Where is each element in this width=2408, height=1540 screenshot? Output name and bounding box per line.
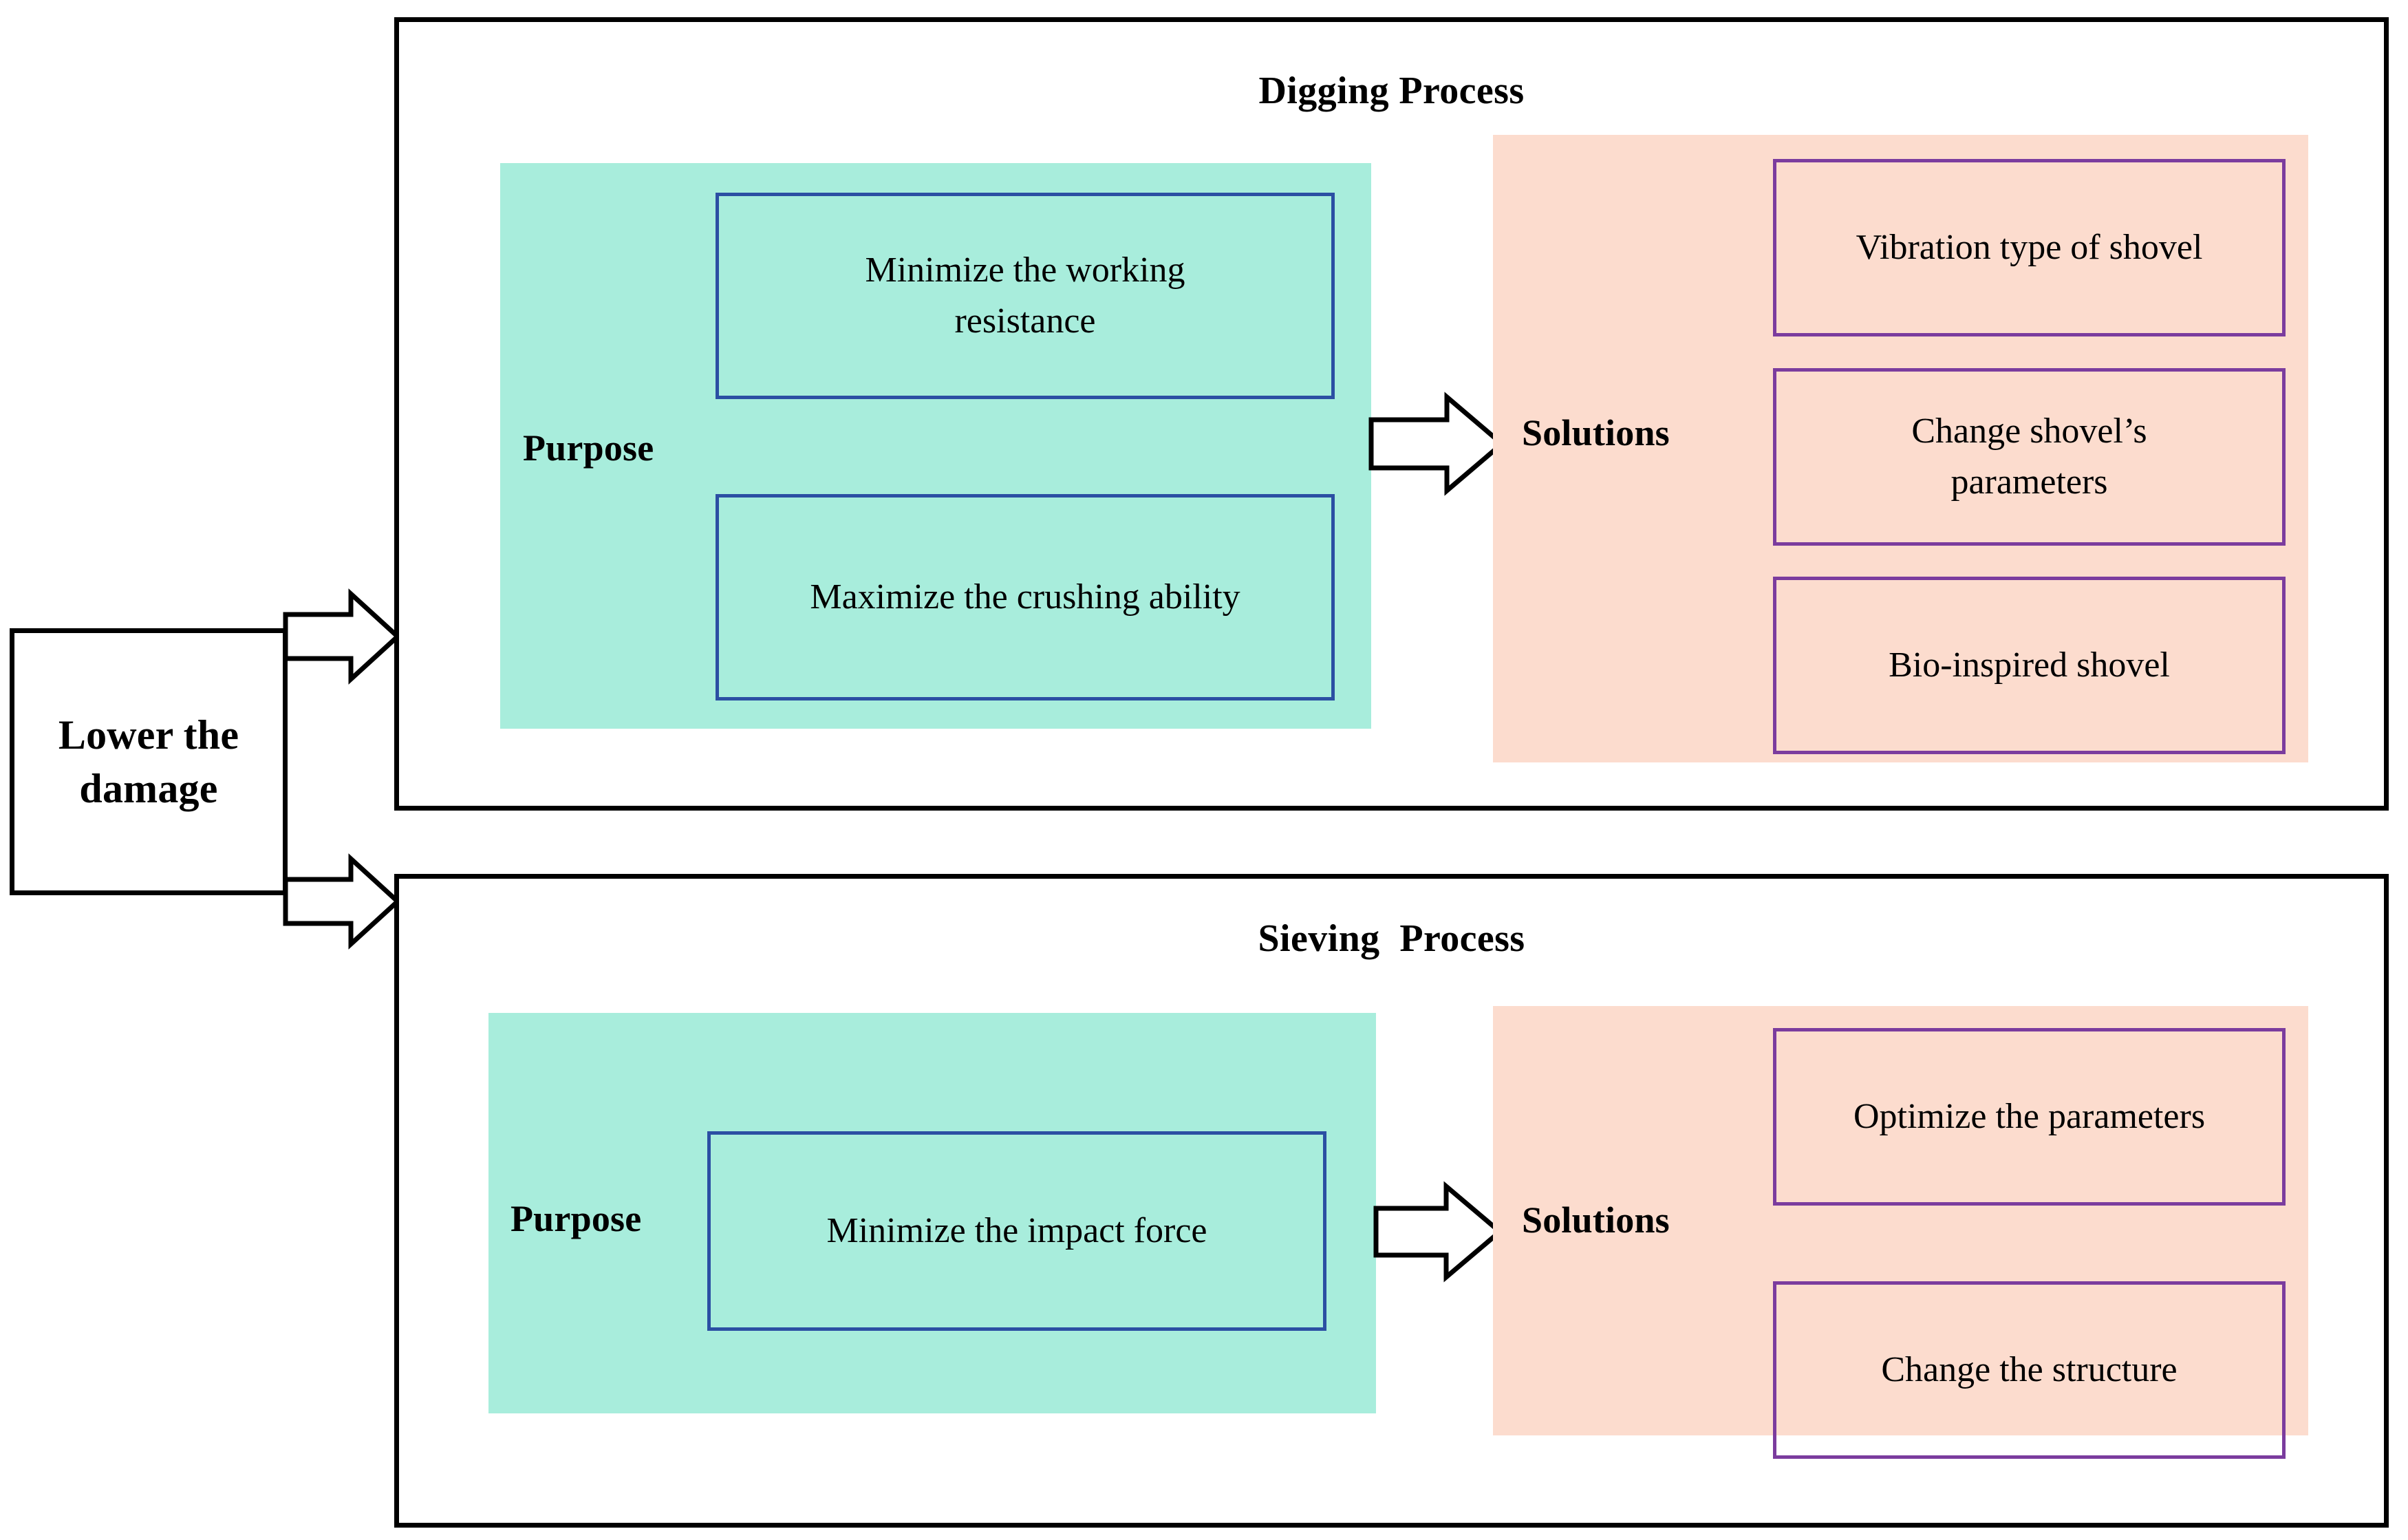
- solutions-item-digging-2[interactable]: Change shovel’s parameters: [1773, 368, 2286, 546]
- group-purpose-sieving: [488, 1013, 1376, 1413]
- group-label-purpose-digging: Purpose: [523, 427, 654, 469]
- arrow-root-to-digging: [283, 588, 402, 685]
- group-label-solutions-digging: Solutions: [1522, 412, 1670, 453]
- purpose-item-digging-1[interactable]: Minimize the working resistance: [716, 193, 1335, 399]
- solutions-item-sieving-1[interactable]: Optimize the parameters: [1773, 1028, 2286, 1206]
- purpose-item-digging-2[interactable]: Maximize the crushing ability: [716, 494, 1335, 701]
- group-solutions-digging: [1493, 135, 2308, 762]
- arrow-purpose-to-solutions-digging: [1368, 389, 1509, 499]
- group-solutions-sieving: [1493, 1006, 2308, 1435]
- arrow-root-to-sieving: [283, 853, 402, 950]
- panel-title-digging: Digging Process: [1258, 69, 1525, 112]
- group-purpose-digging: [500, 163, 1371, 729]
- solutions-item-digging-3[interactable]: Bio-inspired shovel: [1773, 577, 2286, 754]
- group-label-solutions-sieving: Solutions: [1522, 1199, 1670, 1241]
- root-goal-label: Lower the damage: [58, 712, 239, 811]
- solutions-item-sieving-2[interactable]: Change the structure: [1773, 1281, 2286, 1459]
- root-goal-box[interactable]: Lower the damage: [10, 628, 288, 895]
- purpose-item-sieving-1[interactable]: Minimize the impact force: [707, 1131, 1326, 1331]
- arrow-purpose-to-solutions-sieving: [1373, 1177, 1507, 1287]
- group-label-purpose-sieving: Purpose: [510, 1198, 642, 1239]
- panel-title-sieving: Sieving Process: [1258, 917, 1525, 960]
- solutions-item-digging-1[interactable]: Vibration type of shovel: [1773, 159, 2286, 336]
